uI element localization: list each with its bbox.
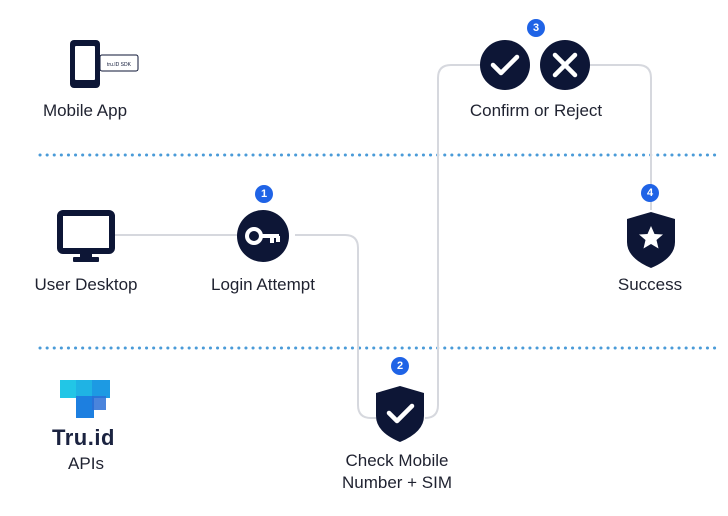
step-label-success: Success: [617, 275, 683, 294]
phone-icon: [70, 40, 139, 88]
step-badge-4: 4: [641, 184, 659, 202]
step-label-check-line2: Number + SIM: [341, 473, 453, 492]
step-badge-3: 3: [527, 19, 545, 37]
step-label-check-line1: Check Mobile: [345, 451, 449, 470]
connector-login-to-check: [295, 234, 380, 419]
shield-check-icon: [376, 386, 424, 442]
shield-star-icon: [627, 212, 675, 268]
step-label-confirm-reject: Confirm or Reject: [469, 101, 603, 120]
lane-label-user-desktop: User Desktop: [34, 275, 138, 294]
step-label-login-attempt: Login Attempt: [211, 275, 315, 294]
key-icon: [237, 210, 289, 262]
sdk-label: tru.ID SDK: [107, 62, 132, 68]
step-badge-1: 1: [255, 185, 273, 203]
connector-reject-to-success: [590, 64, 652, 210]
monitor-icon: [57, 210, 115, 262]
step-label-check-mobile: Check Mobile Number + SIM: [342, 450, 452, 494]
connector-check-to-confirm: [424, 64, 482, 419]
brand-wordmark: Tru.id: [52, 425, 115, 450]
lane-label-apis: APIs: [68, 454, 104, 473]
step-badge-2: 2: [391, 357, 409, 375]
lane-label-mobile-app: Mobile App: [42, 101, 128, 120]
close-icon: [540, 40, 590, 90]
tru-id-logo: [60, 380, 110, 418]
check-icon: [480, 40, 530, 90]
